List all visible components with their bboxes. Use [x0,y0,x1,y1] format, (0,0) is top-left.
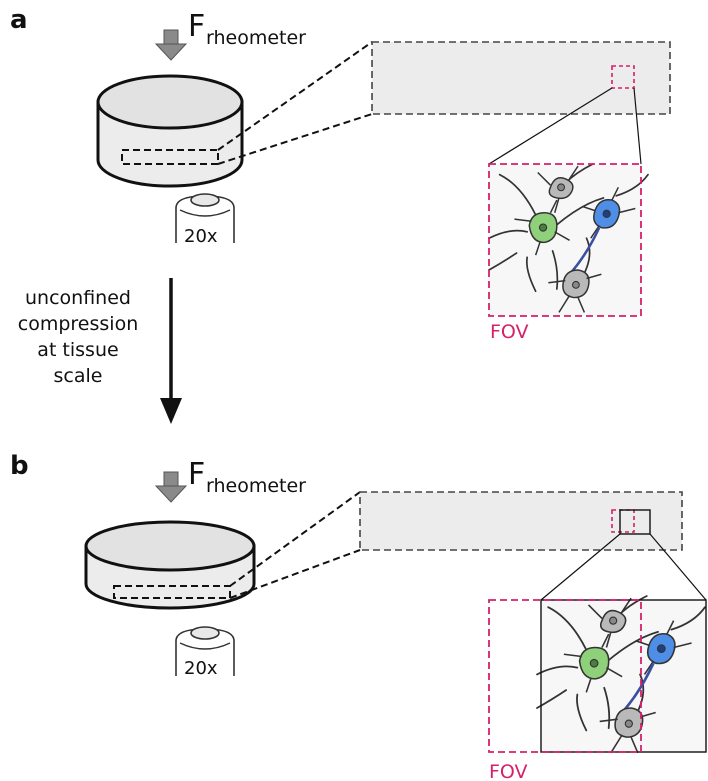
objective-lens-icon [175,626,235,676]
fov-marker [611,65,635,89]
step-line-1: unconfined [25,287,131,309]
force-arrow-icon [154,471,188,503]
objective-label: 20x [184,226,218,247]
sample-slice [371,41,671,115]
panel-label-b: b [10,451,29,481]
fov-zoom-line [540,533,621,601]
force-label-sub: rheometer [206,27,306,49]
force-label-main: F [188,9,205,44]
fov-label-b: FOV [489,761,528,781]
force-arrow-icon [154,29,188,61]
step-line-2: compression [18,313,138,335]
sample-slice [359,491,683,551]
panel-label-a: a [10,5,28,35]
fov-view-b [488,594,707,755]
objective-lens-icon [175,193,235,243]
fov-view-a [487,162,650,317]
fov-zoom-line [488,87,613,165]
step-line-4: scale [54,365,103,387]
panel-b: b F rheometer 20x [10,451,707,781]
arrow-down-icon [160,278,182,424]
panel-a: a F rheometer 20x [10,5,671,343]
fov-zoom-line [633,87,642,165]
zoom-box [619,509,651,535]
objective-label: 20x [184,658,218,679]
zoom-line [217,113,373,165]
zoom-line [229,549,361,599]
fov-zoom-line [649,533,707,601]
compression-step: unconfined compression at tissue scale [18,278,182,424]
force-label-sub: rheometer [206,475,306,497]
sample-cylinder-compressed [84,520,256,610]
force-label-main: F [188,457,205,492]
sample-cylinder [96,74,244,188]
fov-label-a: FOV [490,321,529,343]
zoom-line [217,41,373,151]
step-line-3: at tissue [37,339,118,361]
zoom-line [229,491,361,587]
